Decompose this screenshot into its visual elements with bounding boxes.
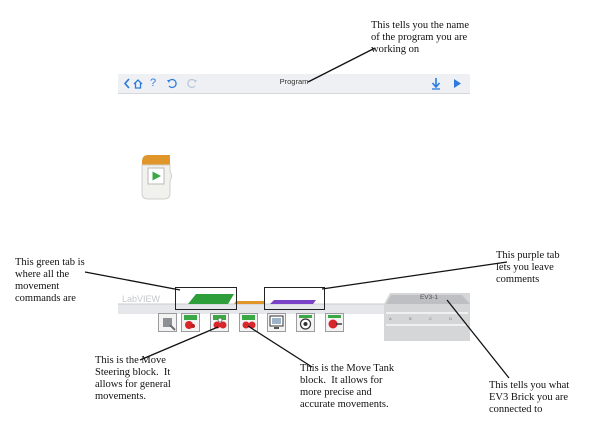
sound-block[interactable] bbox=[296, 313, 315, 332]
program-start-block[interactable] bbox=[140, 153, 173, 200]
arrow-purple-tab bbox=[321, 261, 508, 290]
brick-name: EV3-1 bbox=[419, 294, 439, 301]
green-tab-callout-box bbox=[175, 287, 237, 310]
redo-icon[interactable] bbox=[186, 76, 198, 91]
comment-tab[interactable] bbox=[270, 300, 316, 304]
palette-tabs bbox=[118, 294, 384, 305]
purple-tab-callout-box bbox=[264, 287, 325, 310]
annotation-move-steering: This is the Move Steering block. It allo… bbox=[95, 355, 171, 402]
program-name[interactable]: Program bbox=[279, 77, 309, 86]
help-glyph: ? bbox=[149, 77, 157, 89]
port-label-a: A bbox=[389, 316, 392, 321]
palette-strip bbox=[118, 304, 384, 314]
arrow-green-tab bbox=[84, 271, 181, 291]
large-motor-block[interactable] bbox=[181, 313, 200, 332]
move-tank-block[interactable] bbox=[239, 313, 258, 332]
home-icon[interactable] bbox=[132, 76, 144, 91]
move-steering-block[interactable] bbox=[210, 313, 229, 332]
annotation-program-name: This tells you the name of the program y… bbox=[371, 20, 469, 55]
undo-icon[interactable] bbox=[166, 76, 178, 91]
annotation-brick: This tells you what EV3 Brick you are co… bbox=[489, 380, 570, 415]
port-label-d: D bbox=[449, 316, 452, 321]
program-toolbar: ? Program bbox=[118, 74, 470, 94]
annotation-purple-tab: This purple tab lets you leave comments bbox=[496, 250, 560, 285]
port-label-c: C bbox=[429, 316, 432, 321]
annotation-move-tank: This is the Move Tank block. It allows f… bbox=[300, 363, 395, 410]
labview-watermark: LabVIEW bbox=[122, 294, 161, 304]
download-icon[interactable] bbox=[430, 76, 442, 91]
back-icon[interactable] bbox=[122, 76, 132, 91]
medium-motor-block[interactable] bbox=[158, 313, 177, 332]
run-icon[interactable] bbox=[451, 76, 463, 91]
display-block[interactable] bbox=[267, 313, 286, 332]
brick-status-light-block[interactable] bbox=[325, 313, 344, 332]
annotation-green-tab: This green tab is where all the movement… bbox=[15, 257, 85, 304]
action-tab[interactable] bbox=[188, 294, 234, 304]
port-label-b: B bbox=[409, 316, 412, 321]
flow-control-tab[interactable] bbox=[234, 301, 264, 304]
help-icon[interactable]: ? bbox=[148, 76, 158, 91]
